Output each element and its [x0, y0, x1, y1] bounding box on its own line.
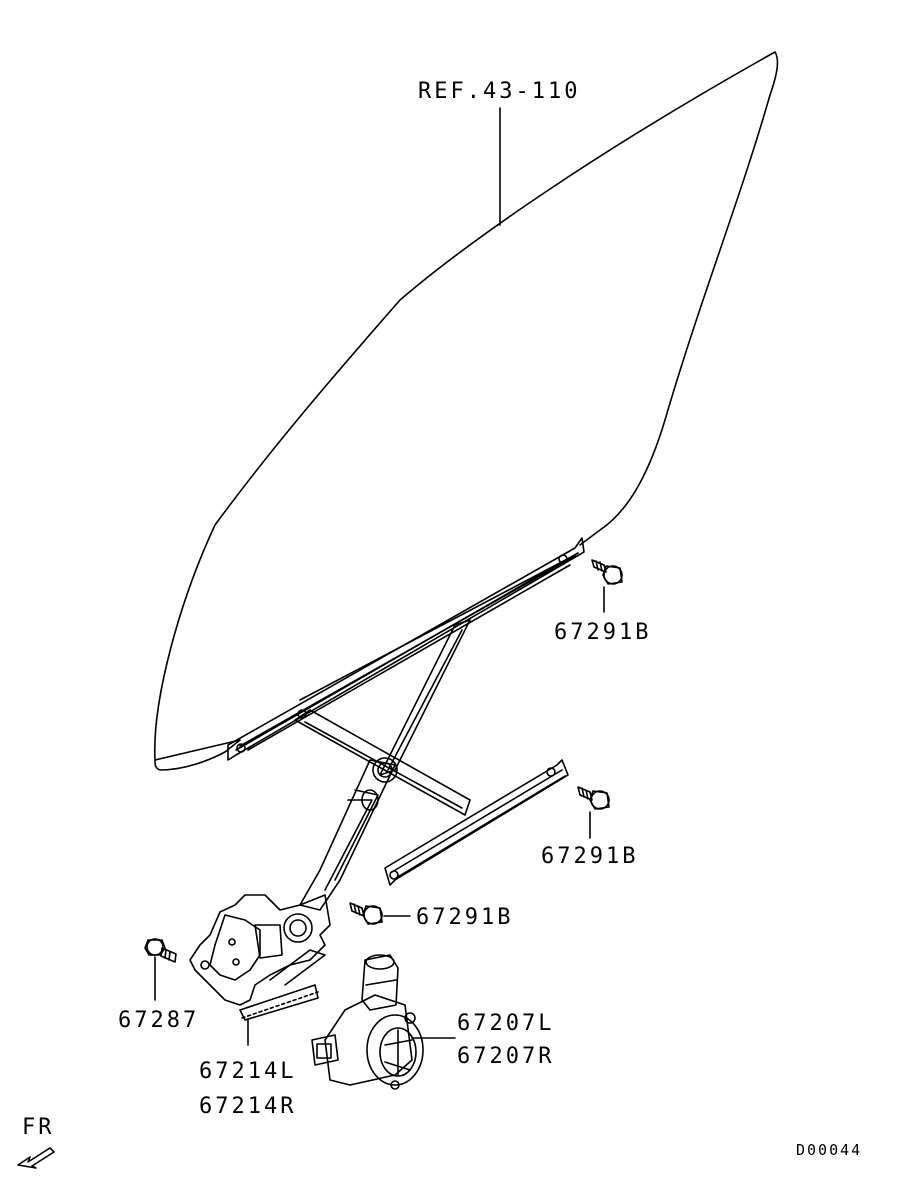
part-number-67214l: 67214L	[199, 1059, 297, 1084]
door-glass	[155, 52, 778, 770]
glass-ref-label: REF.43-110	[418, 79, 581, 104]
bolt-upper-right	[592, 560, 622, 612]
part-number-67207l: 67207L	[457, 1011, 555, 1036]
regulator-assembly	[190, 895, 330, 1045]
bolt-left	[145, 939, 176, 1000]
part-number-67291b-upper: 67291B	[554, 620, 652, 645]
front-direction-arrow	[18, 1148, 54, 1168]
part-number-67291b-middle: 67291B	[541, 844, 639, 869]
lift-arm	[300, 760, 395, 910]
part-number-67291b-center: 67291B	[416, 905, 514, 930]
lower-guide-rail	[385, 760, 568, 885]
bolt-middle-right	[578, 787, 609, 838]
diagram-id: D00044	[796, 1141, 863, 1159]
front-direction-label: FR	[22, 1115, 55, 1140]
window-motor	[312, 955, 455, 1089]
part-number-67287: 67287	[118, 1008, 200, 1033]
part-number-67214r: 67214R	[199, 1094, 297, 1119]
bolt-center	[350, 903, 410, 924]
part-number-67207r: 67207R	[457, 1044, 555, 1069]
scissor-arms	[295, 620, 470, 815]
upper-glass-rail	[228, 538, 584, 760]
